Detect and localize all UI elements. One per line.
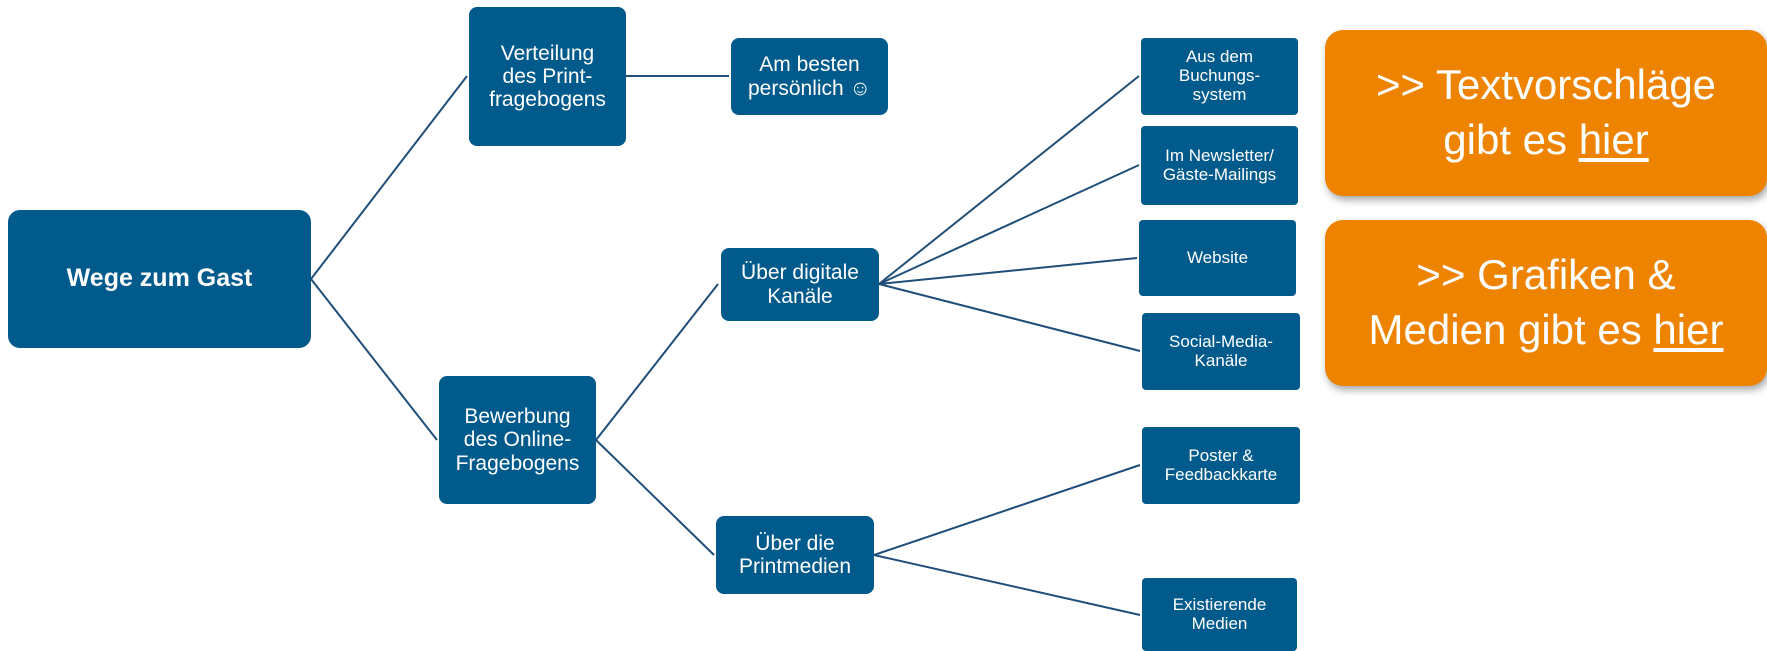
callout-grafiken-line2: Medien gibt es hier — [1369, 303, 1724, 358]
connector-digital-buchung — [878, 75, 1140, 285]
connector-root-bewerbung — [310, 278, 438, 441]
node-wege-zum-gast: Wege zum Gast — [8, 210, 311, 348]
node-printmedien: Über die Printmedien — [716, 516, 874, 594]
textvorschlaege-hier-link[interactable]: hier — [1578, 116, 1649, 163]
connector-digital-newsletter — [878, 164, 1140, 285]
node-buchungssystem: Aus dem Buchungs- system — [1141, 38, 1298, 115]
node-poster-feedbackkarte: Poster & Feedbackkarte — [1142, 427, 1300, 504]
callout-textvorschlaege-line1: >> Textvorschläge — [1375, 61, 1717, 109]
node-existierende-medien: Existierende Medien — [1142, 578, 1297, 651]
node-newsletter: Im Newsletter/ Gäste-Mailings — [1141, 126, 1298, 205]
callout-grafiken-suffix: Medien gibt es — [1368, 306, 1654, 353]
callout-textvorschlaege-suffix: gibt es — [1443, 116, 1579, 163]
callout-grafiken-medien[interactable]: >> Grafiken & Medien gibt es hier — [1325, 220, 1767, 386]
connector-digital-website — [878, 257, 1138, 285]
node-bewerbung-online: Bewerbung des Online- Fragebogens — [439, 376, 596, 504]
connector-digital-social — [878, 283, 1141, 352]
connector-root-verteilung — [310, 75, 468, 280]
connector-bewerbung-print — [595, 439, 715, 556]
callout-grafiken-line1: >> Grafiken & — [1416, 251, 1676, 299]
connector-print-poster — [873, 464, 1141, 556]
node-verteilung-print: Verteilung des Print- fragebogens — [469, 7, 626, 146]
connector-bewerbung-digital — [595, 283, 719, 441]
node-social-media: Social-Media- Kanäle — [1142, 313, 1300, 390]
node-digitale-kanaele: Über digitale Kanäle — [721, 248, 879, 321]
node-website: Website — [1139, 220, 1296, 296]
grafiken-medien-hier-link[interactable]: hier — [1653, 306, 1724, 353]
callout-textvorschlaege-line2: gibt es hier — [1443, 113, 1648, 168]
callout-textvorschlaege[interactable]: >> Textvorschläge gibt es hier — [1325, 30, 1767, 196]
title-fragment-cropped: ᵍᵍ — [930, 0, 1110, 8]
node-am-besten-persoenlich: Am besten persönlich ☺ — [731, 38, 888, 115]
connector-print-existierend — [873, 554, 1141, 616]
